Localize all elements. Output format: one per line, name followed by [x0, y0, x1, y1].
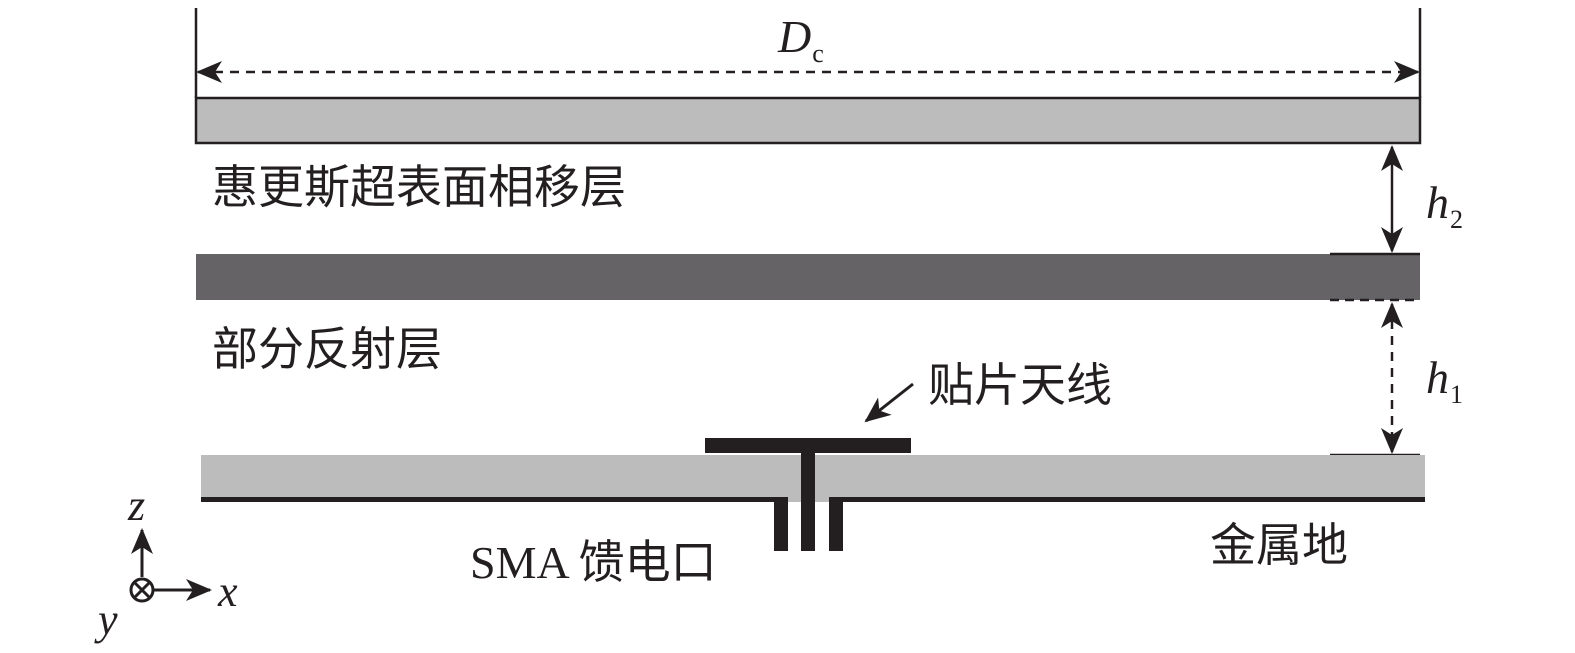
label-sma-feed: SMA 馈电口	[470, 537, 717, 588]
label-huygens-layer: 惠更斯超表面相移层	[212, 160, 626, 214]
dimension-dc	[194, 8, 1422, 98]
feed-probe-through	[801, 495, 815, 505]
coordinate-axes	[129, 528, 212, 603]
dimension-h1	[1330, 298, 1420, 457]
label-h1: h1	[1426, 352, 1463, 408]
axis-label-x: x	[218, 567, 238, 616]
label-h2-main: h	[1426, 177, 1449, 228]
dimension-h2	[1330, 145, 1420, 256]
label-dc-sub: c	[812, 39, 824, 68]
huygens-metasurface-layer	[194, 96, 1422, 145]
feed-probe	[801, 438, 815, 551]
label-dc-main: D	[778, 11, 812, 62]
label-dc: Dc	[778, 11, 824, 67]
label-h1-main: h	[1426, 352, 1449, 403]
label-partial-reflect-layer: 部分反射层	[212, 322, 442, 376]
axis-label-y: y	[98, 595, 118, 644]
label-h2: h2	[1426, 177, 1463, 233]
label-h1-sub: 1	[1450, 380, 1463, 409]
label-metal-ground: 金属地	[1210, 518, 1348, 572]
partial-reflective-layer	[196, 254, 1420, 300]
sma-outer-right	[829, 499, 843, 551]
patch-pointer-arrow	[864, 382, 914, 423]
y-axis-cross-b	[132, 580, 152, 600]
axis-label-z: z	[128, 481, 146, 530]
label-patch-antenna: 贴片天线	[928, 358, 1112, 412]
label-h2-sub: 2	[1450, 205, 1463, 234]
sma-outer-left	[774, 499, 788, 551]
